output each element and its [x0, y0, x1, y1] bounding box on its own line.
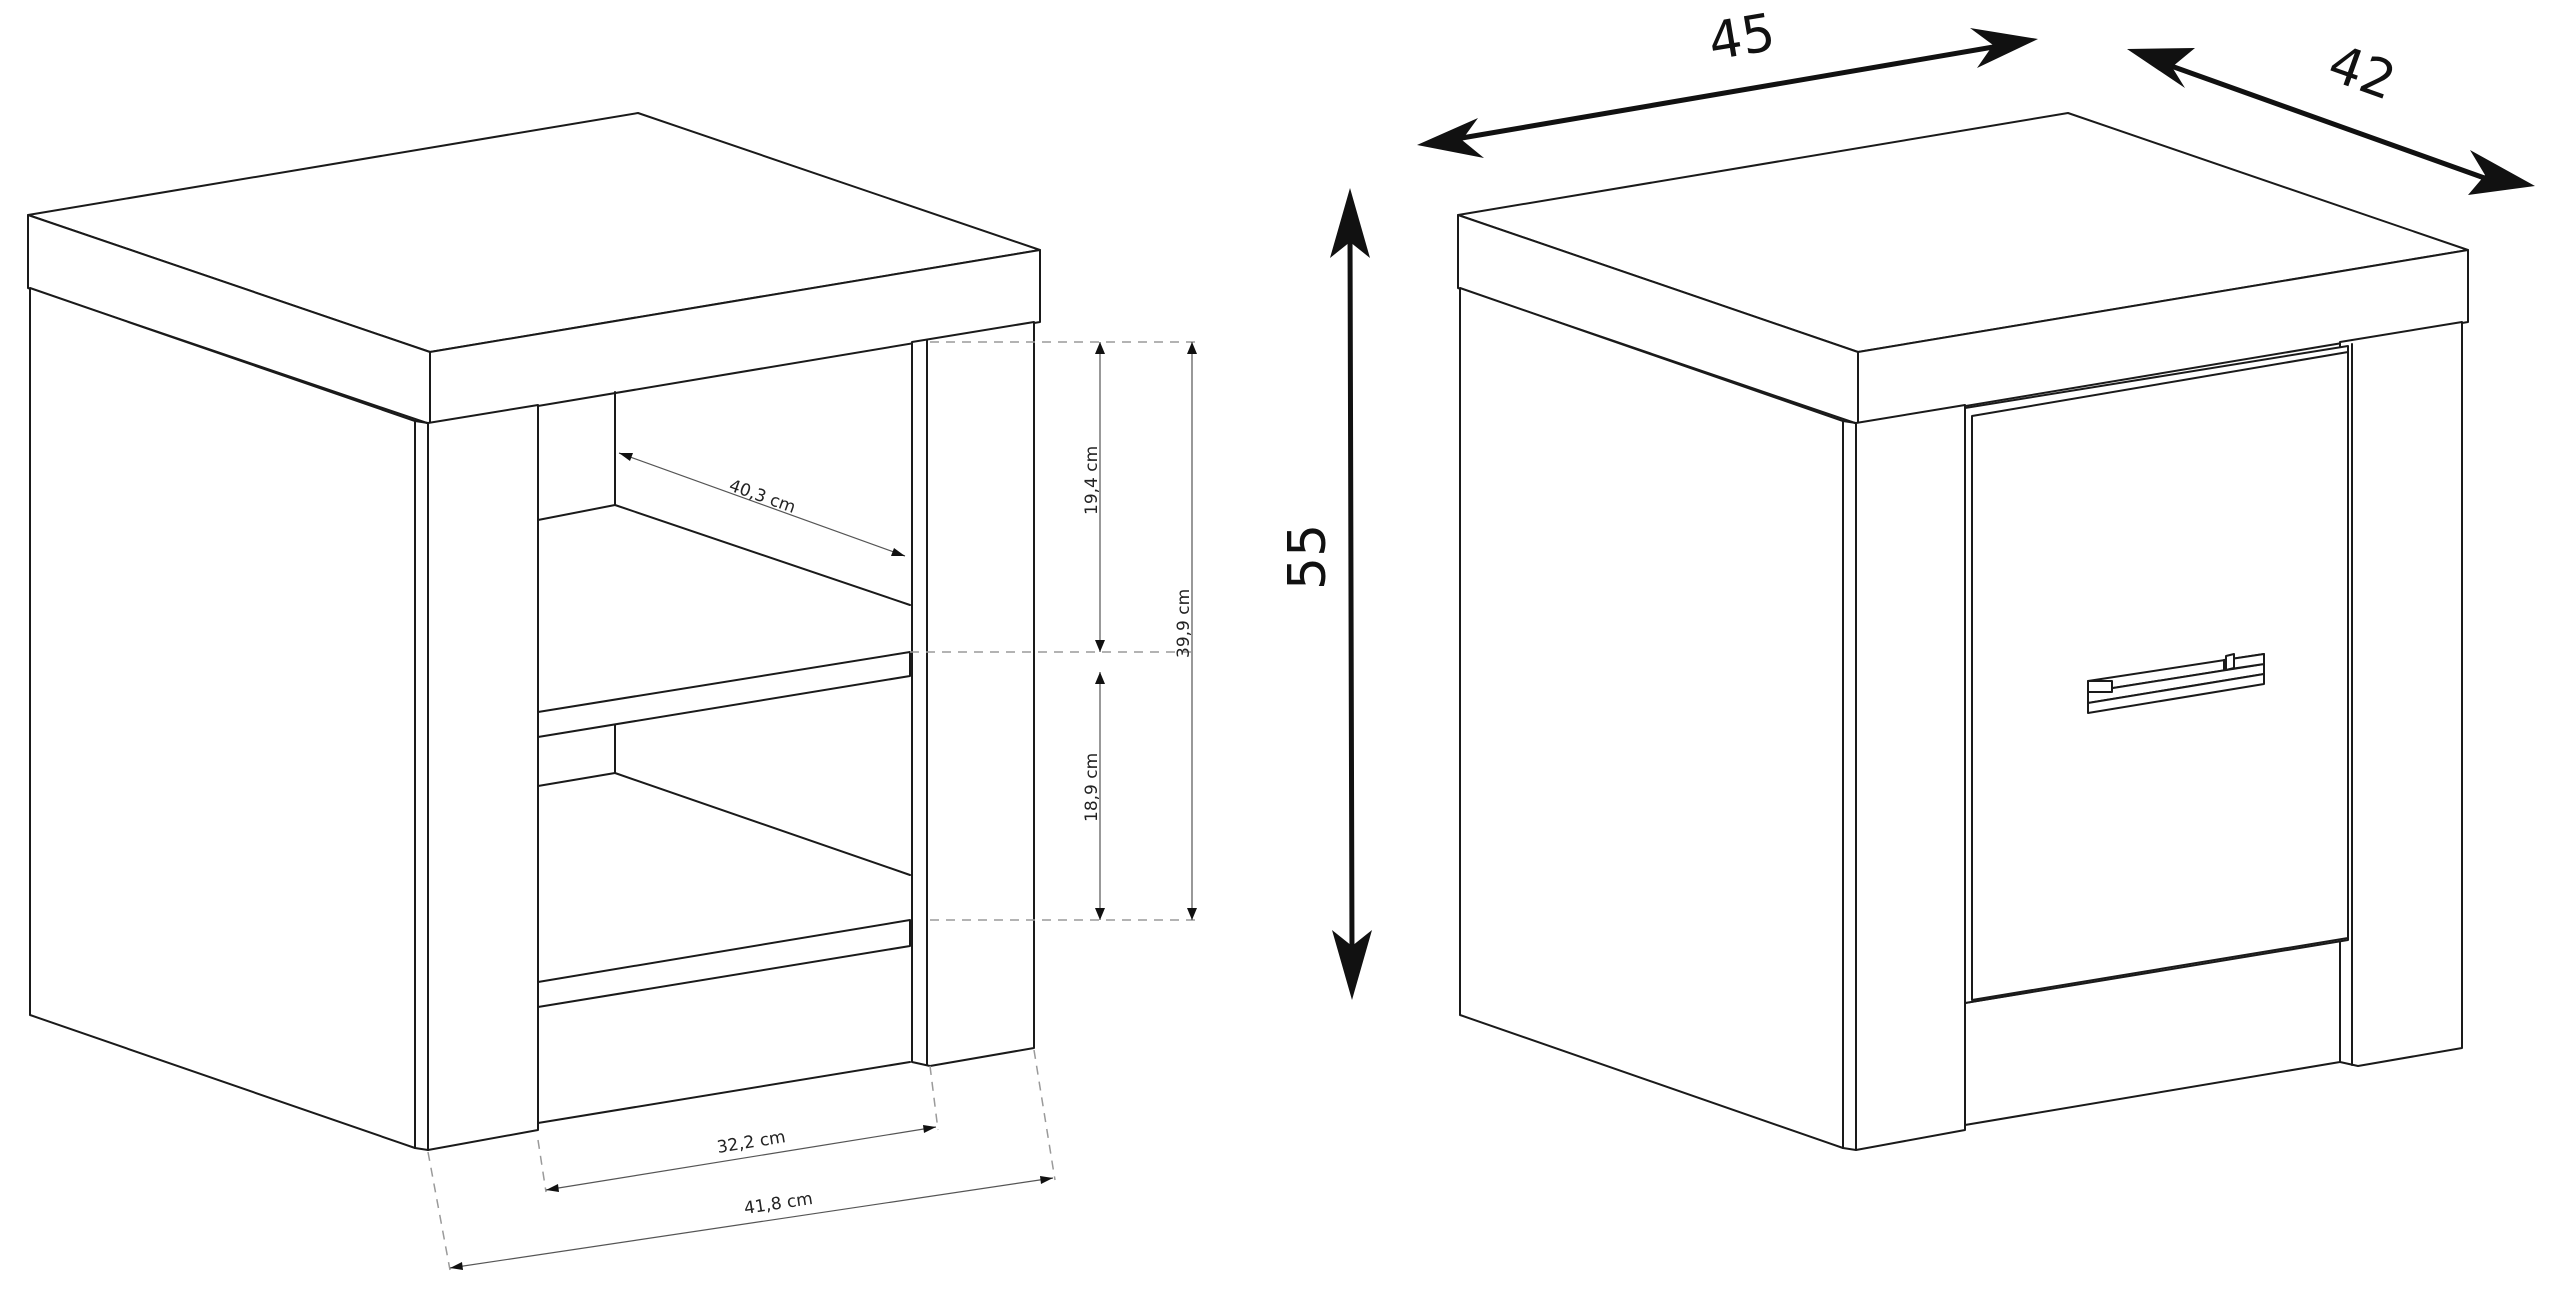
upper-opening-label: 19,4 cm	[1082, 446, 1102, 515]
left-front-post	[427, 404, 539, 1151]
right-cabinet	[1457, 112, 2469, 1151]
total-opening-label: 39,9 cm	[1174, 589, 1194, 658]
right-left-post	[1855, 404, 1966, 1151]
width-label: 45	[1704, 3, 1779, 73]
right-front-post	[911, 321, 1035, 1067]
bottom-shelf	[537, 919, 911, 1008]
middle-shelf	[537, 651, 911, 738]
outer-width-label: 41,8 cm	[743, 1189, 814, 1219]
lower-opening-label: 18,9 cm	[1082, 753, 1102, 822]
shelf-depth-label: 40,3 cm	[726, 476, 798, 518]
left-cabinet	[27, 112, 1041, 1151]
right-right-post	[2339, 321, 2463, 1067]
left-side-panel	[29, 287, 416, 1149]
height-label: 55	[1278, 524, 1338, 590]
left-dimension-lines: 40,3 cm 19,4 cm 18,9 cm 39,9 cm 32,2 cm …	[427, 341, 1197, 1271]
depth-label: 42	[2321, 34, 2403, 113]
door-handle[interactable]	[2087, 653, 2265, 714]
right-side-panel	[1459, 287, 1844, 1149]
